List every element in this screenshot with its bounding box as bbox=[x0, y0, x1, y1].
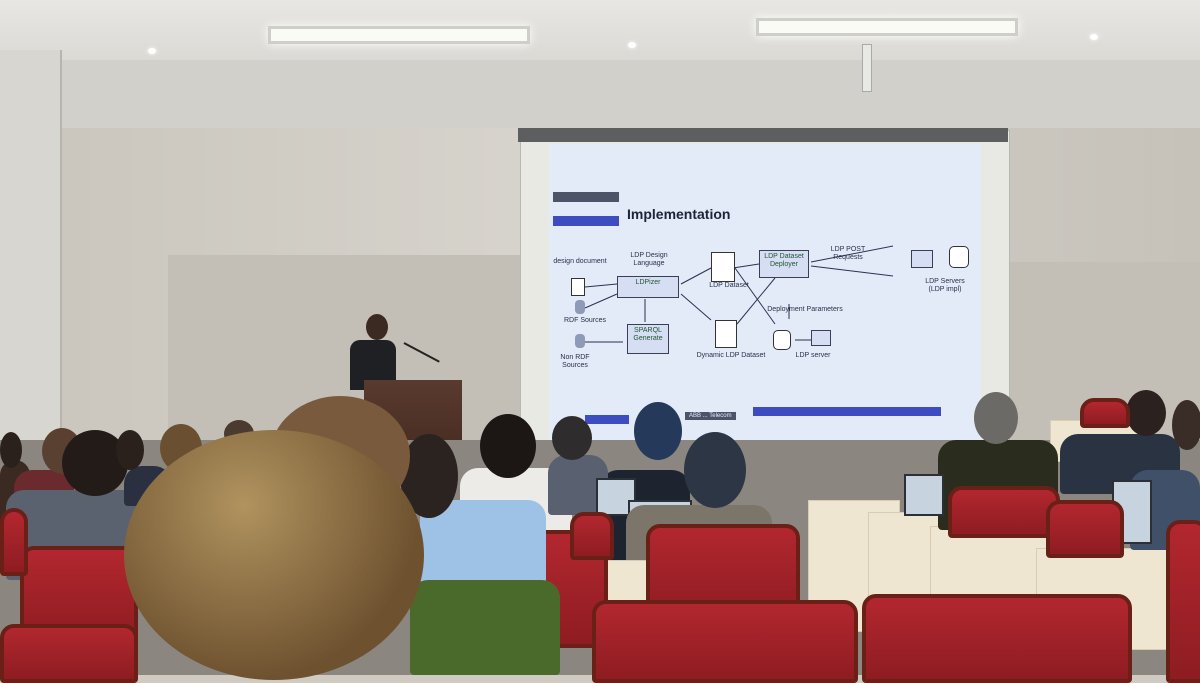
label-ldp-dataset: LDP Dataset bbox=[709, 282, 749, 289]
attendee-head bbox=[684, 432, 746, 508]
label-non-rdf-sources: Non RDF Sources bbox=[560, 354, 590, 369]
downlight bbox=[1090, 34, 1098, 40]
database-icon bbox=[949, 246, 969, 268]
slide-header-stripe bbox=[553, 216, 619, 226]
label-ldp-server: LDP server bbox=[795, 352, 831, 359]
ceiling-soffit bbox=[0, 60, 1200, 130]
database-icon bbox=[575, 334, 585, 348]
security-camera bbox=[862, 44, 872, 92]
attendee-head bbox=[480, 414, 536, 478]
chair bbox=[0, 508, 28, 576]
attendee-head bbox=[0, 432, 22, 468]
label-deployment-parameters: Deployment Parameters bbox=[767, 306, 843, 313]
attendee-head bbox=[1172, 400, 1200, 450]
document-icon bbox=[571, 278, 585, 296]
label-design-language: LDP Design Language bbox=[630, 252, 668, 267]
attendee-head bbox=[116, 430, 144, 470]
presenter-head bbox=[366, 314, 388, 340]
chair bbox=[592, 600, 858, 683]
box-ldp-dataset-deployer: LDP Dataset Deployer bbox=[759, 250, 809, 278]
laptop bbox=[904, 474, 944, 516]
projected-slide: Implementation design document RDF Sourc… bbox=[549, 144, 981, 470]
slide-title: Implementation bbox=[627, 206, 731, 222]
label-dynamic-ldp-dataset: Dynamic LDP Dataset bbox=[696, 352, 766, 359]
chair bbox=[0, 624, 138, 683]
downlight bbox=[148, 48, 156, 54]
slide-footer-bar bbox=[753, 407, 941, 416]
slide-header-stripe bbox=[553, 192, 619, 202]
database-icon bbox=[773, 330, 791, 350]
chair bbox=[862, 594, 1132, 683]
attendee-head bbox=[974, 392, 1018, 444]
slide-footer: ABB ... Telecom bbox=[685, 412, 736, 420]
attendee-head bbox=[552, 416, 592, 460]
ceiling-light-right bbox=[756, 18, 1018, 36]
attendee-head bbox=[634, 402, 682, 460]
chair bbox=[948, 486, 1060, 538]
box-ldpizer: LDPizer bbox=[617, 276, 679, 298]
attendee-head bbox=[1126, 390, 1166, 436]
downlight bbox=[628, 42, 636, 48]
attendee bbox=[410, 580, 560, 675]
label-design-document: design document bbox=[553, 258, 607, 265]
dataset-icon bbox=[711, 252, 735, 282]
label-ldp-servers: LDP Servers (LDP impl) bbox=[925, 278, 965, 293]
dataset-icon bbox=[715, 320, 737, 348]
chair bbox=[1080, 398, 1130, 428]
label-post-requests: LDP POST Requests bbox=[830, 246, 866, 261]
slide-diagram-arrows bbox=[584, 245, 894, 343]
server-icon bbox=[811, 330, 831, 346]
database-icon bbox=[575, 300, 585, 314]
screen-housing bbox=[518, 128, 1008, 142]
box-sparql-generate: SPARQL Generate bbox=[627, 324, 669, 354]
chair bbox=[570, 512, 614, 560]
label-rdf-sources: RDF Sources bbox=[563, 317, 606, 324]
server-icon bbox=[911, 250, 933, 268]
chair bbox=[1046, 500, 1124, 558]
chair bbox=[1166, 520, 1200, 683]
ceiling-light-left bbox=[268, 26, 530, 44]
slide-footer-bar bbox=[585, 415, 629, 424]
attendee-head-foreground bbox=[124, 430, 424, 680]
pillar bbox=[0, 50, 62, 500]
